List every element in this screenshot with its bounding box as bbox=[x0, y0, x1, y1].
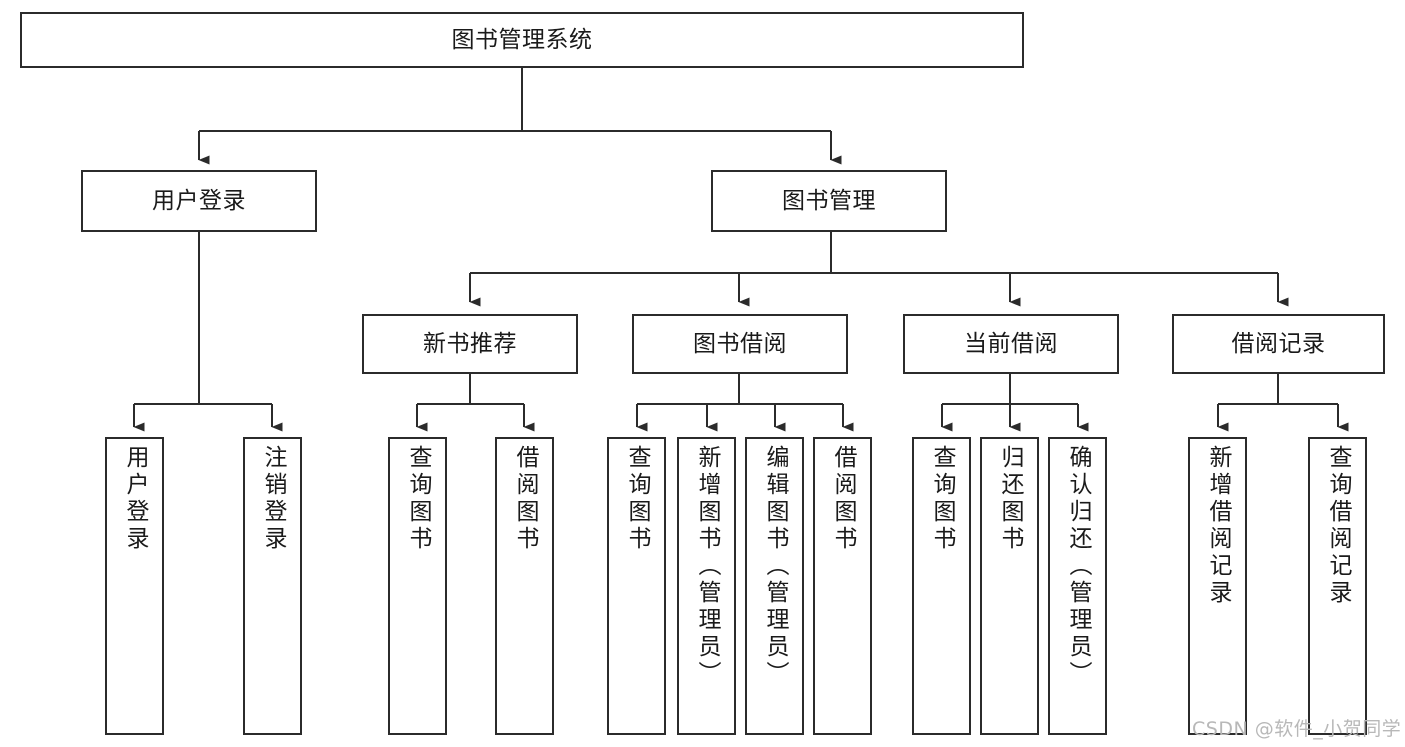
node-label: 新增图书（管理员） bbox=[694, 445, 720, 688]
node-label: 归还图书 bbox=[997, 445, 1023, 553]
node-label: 借阅图书 bbox=[830, 445, 856, 553]
node-book-management[interactable]: 图书管理 bbox=[711, 170, 947, 232]
node-label: 查询图书 bbox=[405, 445, 431, 553]
node-label: 图书管理 bbox=[782, 187, 876, 214]
node-label: 编辑图书（管理员） bbox=[762, 445, 788, 688]
node-leaf-add-book-admin[interactable]: 新增图书（管理员） bbox=[677, 437, 736, 735]
node-label: 新增借阅记录 bbox=[1205, 445, 1231, 607]
node-leaf-confirm-return-admin[interactable]: 确认归还（管理员） bbox=[1048, 437, 1107, 735]
node-label: 注销登录 bbox=[260, 445, 286, 553]
node-leaf-query-book-borrow[interactable]: 查询图书 bbox=[607, 437, 666, 735]
node-label: 查询图书 bbox=[624, 445, 650, 553]
node-label: 查询图书 bbox=[929, 445, 955, 553]
node-leaf-borrow-book[interactable]: 借阅图书 bbox=[813, 437, 872, 735]
node-new-book-recommend[interactable]: 新书推荐 bbox=[362, 314, 578, 374]
node-leaf-return-book[interactable]: 归还图书 bbox=[980, 437, 1039, 735]
node-label: 新书推荐 bbox=[423, 330, 517, 357]
node-user-login[interactable]: 用户登录 bbox=[81, 170, 317, 232]
node-label: 图书借阅 bbox=[693, 330, 787, 357]
node-leaf-edit-book-admin[interactable]: 编辑图书（管理员） bbox=[745, 437, 804, 735]
node-leaf-user-logout[interactable]: 注销登录 bbox=[243, 437, 302, 735]
csdn-watermark: CSDN @软件_小贺同学 bbox=[1192, 718, 1402, 740]
node-label: 用户登录 bbox=[152, 187, 246, 214]
node-leaf-user-login[interactable]: 用户登录 bbox=[105, 437, 164, 735]
node-leaf-add-borrow-record[interactable]: 新增借阅记录 bbox=[1188, 437, 1247, 735]
node-label: 借阅记录 bbox=[1231, 330, 1326, 357]
node-borrow-record[interactable]: 借阅记录 bbox=[1172, 314, 1385, 374]
node-label: 图书管理系统 bbox=[451, 26, 593, 53]
node-current-borrow[interactable]: 当前借阅 bbox=[903, 314, 1119, 374]
node-leaf-borrow-book-recommend[interactable]: 借阅图书 bbox=[495, 437, 554, 735]
node-label: 借阅图书 bbox=[512, 445, 538, 553]
node-leaf-query-book-current[interactable]: 查询图书 bbox=[912, 437, 971, 735]
node-leaf-query-borrow-record[interactable]: 查询借阅记录 bbox=[1308, 437, 1367, 735]
node-book-borrow[interactable]: 图书借阅 bbox=[632, 314, 848, 374]
node-label: 确认归还（管理员） bbox=[1065, 445, 1091, 688]
node-root-book-management-system[interactable]: 图书管理系统 bbox=[20, 12, 1024, 68]
node-leaf-query-book-recommend[interactable]: 查询图书 bbox=[388, 437, 447, 735]
node-label: 当前借阅 bbox=[964, 330, 1058, 357]
node-label: 用户登录 bbox=[122, 445, 148, 553]
node-label: 查询借阅记录 bbox=[1325, 445, 1351, 607]
